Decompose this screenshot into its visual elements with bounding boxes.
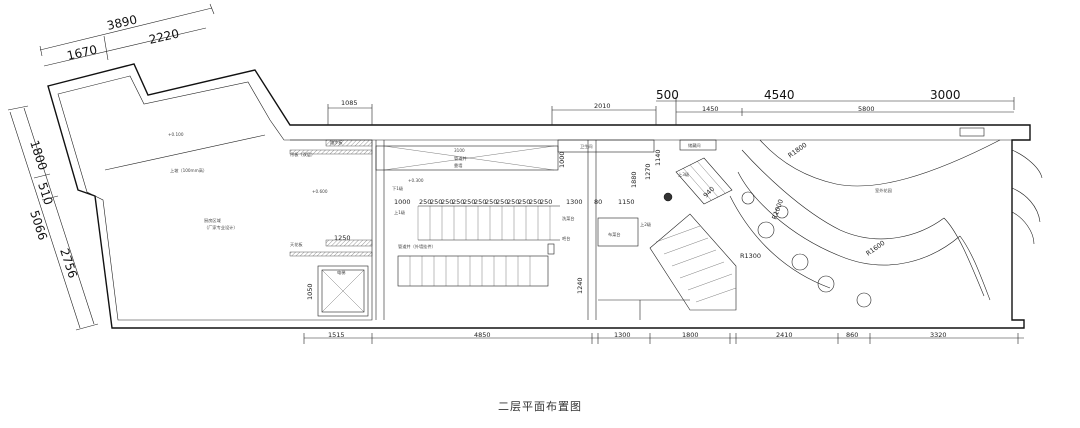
sink-label: 洗菜台 xyxy=(562,215,575,222)
room-main-label: 厨房区域 xyxy=(204,217,222,224)
dim-1515: 1515 xyxy=(328,331,345,339)
dim-1140: 1140 xyxy=(654,149,662,166)
dim-2030-v: 1000 xyxy=(558,151,566,168)
room-main-sub: （厂家专业设计） xyxy=(204,224,238,231)
dims-bottom: 1515 4850 1300 1800 2410 860 3320 xyxy=(303,331,1024,344)
stair-treads xyxy=(417,206,551,240)
dim-1880: 1880 xyxy=(630,171,638,188)
level-b: +0.600 xyxy=(312,189,328,194)
roof-room-label: 储藏间 xyxy=(688,142,701,149)
stair-up-label: 上1级 xyxy=(394,209,406,216)
step-2: 250 xyxy=(430,198,442,206)
dim-500: 500 xyxy=(656,88,679,102)
wood-floor-label: 踏步板 xyxy=(330,139,343,146)
stair-dn-label: 下1级 xyxy=(392,185,404,192)
r1000: R1000 xyxy=(770,198,785,221)
dim-1000: 1000 xyxy=(394,198,411,206)
dim-80: 80 xyxy=(594,198,602,206)
dim-4540: 4540 xyxy=(764,88,795,102)
dim-2010: 2010 xyxy=(594,102,611,110)
up2-label: 上2级 xyxy=(640,221,652,228)
step-8: 250 xyxy=(496,198,508,206)
dim-940: 940 xyxy=(702,185,716,199)
dim-510: 510 xyxy=(35,181,55,207)
elevator-label: 电梯 xyxy=(337,269,345,276)
ledge-label-2: 天花板 xyxy=(290,241,303,248)
dim-1250: 1250 xyxy=(334,234,351,242)
mirror-label: 卫生间 xyxy=(580,143,593,150)
dim-3000: 3000 xyxy=(930,88,961,102)
ledge-label-1: 吊板（双层） xyxy=(290,151,315,158)
r1300: R1300 xyxy=(740,252,761,260)
pipe-top-label: 管道井 xyxy=(454,155,467,162)
dim-1300: 1300 xyxy=(614,331,631,339)
step-3: 250 xyxy=(441,198,453,206)
counter-label: 吧台 xyxy=(562,235,570,242)
step-6: 250 xyxy=(474,198,486,206)
step-12: 250 xyxy=(540,198,552,206)
dim-1050: 1050 xyxy=(306,283,314,300)
lower-stair-treads xyxy=(409,256,531,286)
kitchen-area: +0.100 上坡（100mm高） +0.600 厨房区域 （厂家专业设计） 吊… xyxy=(168,132,373,317)
step-10: 250 xyxy=(518,198,530,206)
dim-1085: 1085 xyxy=(341,99,358,107)
dim-1150: 1150 xyxy=(618,198,635,206)
bench-label: 靠墙 xyxy=(454,162,462,169)
step-7: 250 xyxy=(485,198,497,206)
dim-5066: 5066 xyxy=(27,209,50,242)
level-c: +0.300 xyxy=(408,178,424,183)
dim-4850: 4850 xyxy=(474,331,491,339)
step-5: 250 xyxy=(463,198,475,206)
dim-1800: 1800 xyxy=(682,331,699,339)
drawing-title: 二层平面布置图 xyxy=(498,400,582,413)
service-rooms: 卫生间 1000 1880 1140 1270 布菜台 储藏间 上3级 上2级 … xyxy=(557,139,737,320)
dim-860: 860 xyxy=(846,331,858,339)
up-stairs-label: 上3级 xyxy=(678,171,690,178)
stair-steps: 250 250 250 250 250 250 250 250 250 250 … xyxy=(419,198,552,206)
central-stairs: 3100 管道井 靠墙 +0.300 下1级 250 250 250 250 2… xyxy=(375,140,635,320)
r1600: R1600 xyxy=(865,239,887,258)
level-a: +0.100 xyxy=(168,132,184,137)
dims-top: 1085 2010 500 4540 3000 1450 5800 xyxy=(327,88,1015,125)
dims-left-side: 1800 510 5066 2756 xyxy=(7,105,99,331)
r1800: R1800 xyxy=(787,141,809,160)
dim-1450: 1450 xyxy=(702,105,719,113)
dim-1300-inner: 1300 xyxy=(566,198,583,206)
dim-5800: 5800 xyxy=(858,105,875,113)
dim-2756: 2756 xyxy=(57,247,80,280)
duct-label: 管道井（外墙挂件） xyxy=(398,243,436,250)
step-1: 250 xyxy=(419,198,431,206)
dim-1240: 1240 xyxy=(576,277,584,294)
outer-walls xyxy=(47,63,1031,329)
dim-3100: 3100 xyxy=(454,148,465,153)
dn-room-label: 布菜台 xyxy=(608,231,621,238)
garden-label: 室外花园 xyxy=(875,187,892,194)
step-9: 250 xyxy=(507,198,519,206)
dim-1670: 1670 xyxy=(66,42,99,63)
step-11: 250 xyxy=(529,198,541,206)
dim-2410: 2410 xyxy=(776,331,793,339)
dim-1270: 1270 xyxy=(644,163,652,180)
garden: 室外花园 R1800 R1000 R1600 R1300 xyxy=(729,127,1043,308)
dim-2220: 2220 xyxy=(148,26,181,47)
dims-top-left: 3890 1670 2220 xyxy=(39,3,215,67)
slope-label: 上坡（100mm高） xyxy=(170,167,207,174)
step-4: 250 xyxy=(452,198,464,206)
dim-3890: 3890 xyxy=(106,12,139,33)
dim-3320: 3320 xyxy=(930,331,947,339)
dim-1800: 1800 xyxy=(27,139,50,172)
